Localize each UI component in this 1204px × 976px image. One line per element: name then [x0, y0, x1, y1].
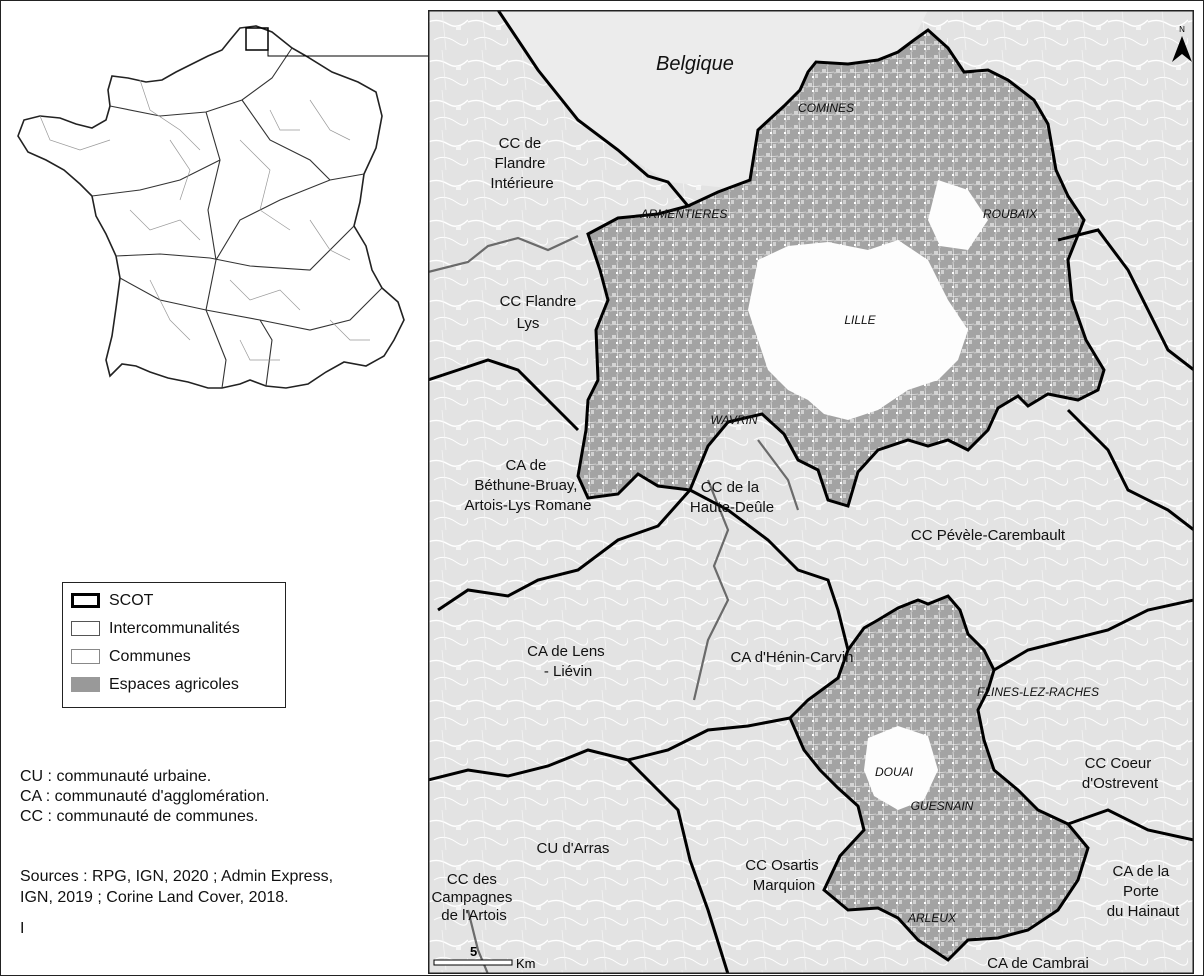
legend-swatch-espaces-agricoles	[71, 677, 100, 692]
label-cc-coeur-ostrevent: CC Coeur d'Ostrevent	[1082, 755, 1159, 792]
france-regions	[91, 47, 383, 389]
label-cc-flandre-interieure: CC de Flandre Intérieure	[490, 135, 553, 192]
intercommunalite-labels: CC de Flandre Intérieure CC Flandre Lys …	[431, 135, 1180, 972]
city-label-douai: DOUAI	[875, 765, 914, 779]
label-cc-osartis-marquion: CC Osartis Marquion	[745, 857, 823, 894]
sources-line-2: IGN, 2019 ; Corine Land Cover, 2018.	[20, 889, 289, 906]
note-cu: CU : communauté urbaine.	[20, 768, 212, 785]
label-cc-haute-deule: CC de la Haute-Deûle	[690, 479, 774, 516]
roubaix-urban-area	[928, 180, 988, 250]
note-ca: CA : communauté d'agglomération.	[20, 788, 270, 805]
intercommunalites-boundaries	[428, 235, 800, 974]
douai-urban-area	[864, 726, 938, 810]
north-arrow-icon: N	[1172, 25, 1192, 62]
legend-swatch-scot	[71, 593, 100, 608]
scot-douai-agricultural	[790, 596, 1088, 960]
legend-swatch-communes	[71, 649, 100, 664]
city-label-guesnain: GUESNAIN	[911, 799, 974, 813]
main-map-frame	[428, 10, 1194, 974]
sources-mark: I	[20, 920, 25, 937]
abbreviation-notes: CU : communauté urbaine. CA : communauté…	[20, 767, 269, 827]
label-cc-flandre-lys: CC Flandre Lys	[500, 293, 581, 332]
north-label: N	[1179, 25, 1185, 34]
label-ca-porte-hainaut: CA de la Porte du Hainaut	[1107, 863, 1180, 920]
inset-locator-box	[245, 27, 269, 51]
legend-label-espaces-agricoles: Espaces agricoles	[109, 676, 239, 693]
france-outline	[17, 25, 405, 389]
label-ca-henin-carvin: CA d'Hénin-Carvin	[731, 649, 854, 666]
label-ca-lens-lievin: CA de Lens - Liévin	[527, 643, 609, 680]
city-label-lille: LILLE	[844, 313, 876, 327]
city-label-wavrin: WAVRIN	[710, 413, 757, 427]
city-label-arleux: ARLEUX	[907, 911, 957, 925]
scale-bar: 5 Km	[433, 944, 536, 971]
main-map: Belgique CC de Flandre Intérieure CC Fla…	[428, 10, 1194, 974]
legend-label-scot: SCOT	[109, 592, 154, 609]
label-ca-cambrai: CA de Cambrai	[987, 955, 1089, 972]
city-labels: COMINES ARMENTIERES ROUBAIX LILLE WAVRIN…	[640, 101, 1099, 925]
city-label-roubaix: ROUBAIX	[983, 207, 1038, 221]
sources-line-1: Sources : RPG, IGN, 2020 ; Admin Express…	[20, 868, 334, 885]
city-label-comines: COMINES	[798, 101, 854, 115]
map-legend: SCOT Intercommunalités Communes Espaces …	[62, 582, 286, 708]
country-label-belgique: Belgique	[656, 53, 734, 75]
label-ca-bethune: CA de Béthune-Bruay, Artois-Lys Romane	[465, 457, 592, 514]
legend-label-intercommunalites: Intercommunalités	[109, 620, 240, 637]
label-cc-pevele-carembault: CC Pévèle-Carembault	[911, 527, 1066, 544]
legend-label-communes: Communes	[109, 648, 191, 665]
scale-value: 5	[470, 944, 477, 959]
france-departements	[39, 79, 370, 361]
scot-boundaries	[428, 10, 1194, 974]
left-panel: SCOT Intercommunalités Communes Espaces …	[0, 0, 428, 976]
label-cu-arras: CU d'Arras	[537, 840, 610, 857]
label-cc-campagnes-artois: CC des Campagnes de l'Artois	[431, 871, 516, 924]
city-label-armentieres: ARMENTIERES	[640, 207, 728, 221]
sources-text: Sources : RPG, IGN, 2020 ; Admin Express…	[20, 866, 333, 939]
scale-unit: Km	[516, 956, 536, 971]
note-cc: CC : communauté de communes.	[20, 808, 259, 825]
france-inset-map	[17, 25, 405, 389]
inset-leader-line	[267, 40, 428, 57]
legend-swatch-intercommunalites	[71, 621, 100, 636]
lille-urban-area	[748, 240, 968, 420]
city-label-flines-lez-raches: FLINES-LEZ-RACHES	[977, 685, 1099, 699]
